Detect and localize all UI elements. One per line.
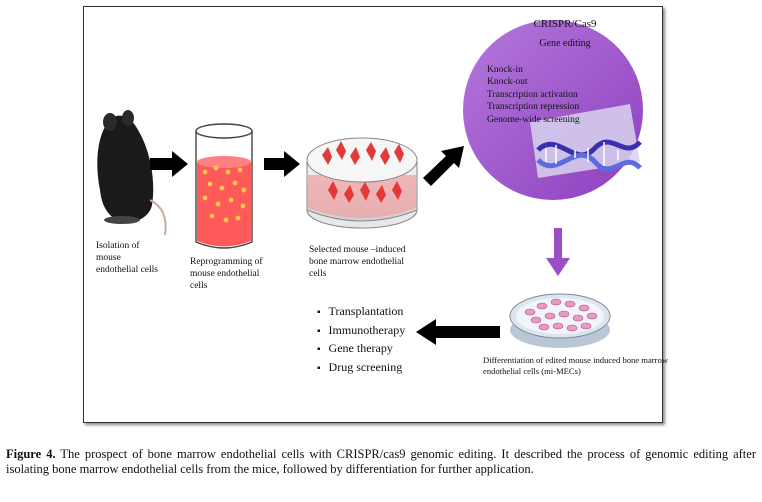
caption-label: Figure 4. <box>6 447 56 461</box>
crispr-item: Knock-in <box>487 65 523 75</box>
arrow-dish-to-crispr <box>423 146 464 186</box>
crispr-item: Transcription activation <box>487 89 578 100</box>
caption-text: The prospect of bone marrow endothelial … <box>6 447 756 476</box>
label-isolation: Isolation of mouse endothelial cells <box>96 241 158 275</box>
application-item: Immunotherapy <box>317 322 406 341</box>
crispr-item: Genome-wide screening <box>487 114 580 125</box>
crispr-techniques-list: Knock-in Knock-out Transcription activat… <box>487 64 580 126</box>
arrow-crispr-to-dish <box>546 228 570 276</box>
crispr-title: CRISPR/Cas9 <box>533 18 597 30</box>
application-item: Gene therapy <box>317 340 405 359</box>
culture-dish-image <box>306 137 418 229</box>
application-item: Transplantation <box>317 303 405 322</box>
label-selected-cells: Selected mouse –induced bone marrow endo… <box>309 245 406 279</box>
crispr-item: Knock-out <box>487 77 528 88</box>
figure-caption: Figure 4. The prospect of bone marrow en… <box>6 447 756 477</box>
petri-dish-image <box>509 293 611 348</box>
mouse-image <box>97 110 167 236</box>
label-reprogramming: Reprogramming of mouse endothelial cells <box>190 257 263 291</box>
applications-list: Transplantation Immunotherapy Gene thera… <box>317 303 406 378</box>
crispr-item: Transcription repression <box>487 102 580 113</box>
crispr-subtitle: Gene editing <box>539 38 591 49</box>
application-item: Drug screening <box>317 359 405 378</box>
arrow-mouse-to-flask <box>150 151 188 177</box>
arrow-dish-to-applications <box>416 319 500 345</box>
label-differentiation: Differentiation of edited mouse induced … <box>483 355 669 376</box>
diagram-graphics <box>97 20 643 348</box>
arrow-flask-to-dish <box>264 151 300 177</box>
beaker-image <box>195 123 253 249</box>
dna-helix-image <box>530 104 642 178</box>
